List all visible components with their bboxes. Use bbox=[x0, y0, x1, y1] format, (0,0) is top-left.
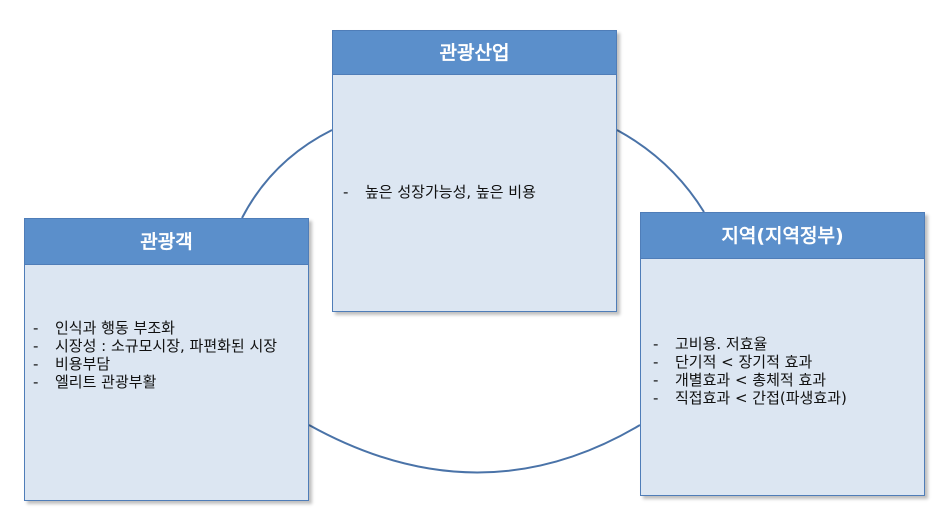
industry-items: 높은 성장가능성, 높은 비용 bbox=[333, 183, 616, 201]
tourist-box: 관광객 인식과 행동 부조화 시장성 : 소규모시장, 파편화된 시장 비용부담… bbox=[24, 218, 309, 501]
region-box: 지역(지역정부) 고비용. 저효율 단기적 < 장기적 효과 개별효과 < 총체… bbox=[640, 212, 925, 496]
tourist-item: 비용부담 bbox=[27, 355, 302, 373]
industry-item: 높은 성장가능성, 높은 비용 bbox=[337, 183, 616, 201]
arc-tourist-to-industry bbox=[241, 129, 333, 219]
region-item: 직접효과 < 간접(파생효과) bbox=[647, 389, 924, 407]
region-item: 고비용. 저효율 bbox=[647, 335, 924, 353]
tourist-items: 인식과 행동 부조화 시장성 : 소규모시장, 파편화된 시장 비용부담 엘리트… bbox=[25, 319, 308, 391]
region-item: 개별효과 < 총체적 효과 bbox=[647, 371, 924, 389]
industry-title: 관광산업 bbox=[333, 31, 616, 75]
industry-box: 관광산업 높은 성장가능성, 높은 비용 bbox=[332, 30, 617, 312]
arc-industry-to-region bbox=[616, 129, 705, 213]
region-item: 단기적 < 장기적 효과 bbox=[647, 353, 924, 371]
tourist-item: 인식과 행동 부조화 bbox=[27, 319, 302, 337]
region-items: 고비용. 저효율 단기적 < 장기적 효과 개별효과 < 총체적 효과 직접효과… bbox=[641, 335, 924, 407]
arc-region-to-tourist bbox=[308, 424, 641, 474]
region-title: 지역(지역정부) bbox=[641, 213, 924, 259]
tourist-item: 엘리트 관광부활 bbox=[27, 373, 302, 391]
tourist-item: 시장성 : 소규모시장, 파편화된 시장 bbox=[27, 337, 302, 355]
tourist-title: 관광객 bbox=[25, 219, 308, 265]
